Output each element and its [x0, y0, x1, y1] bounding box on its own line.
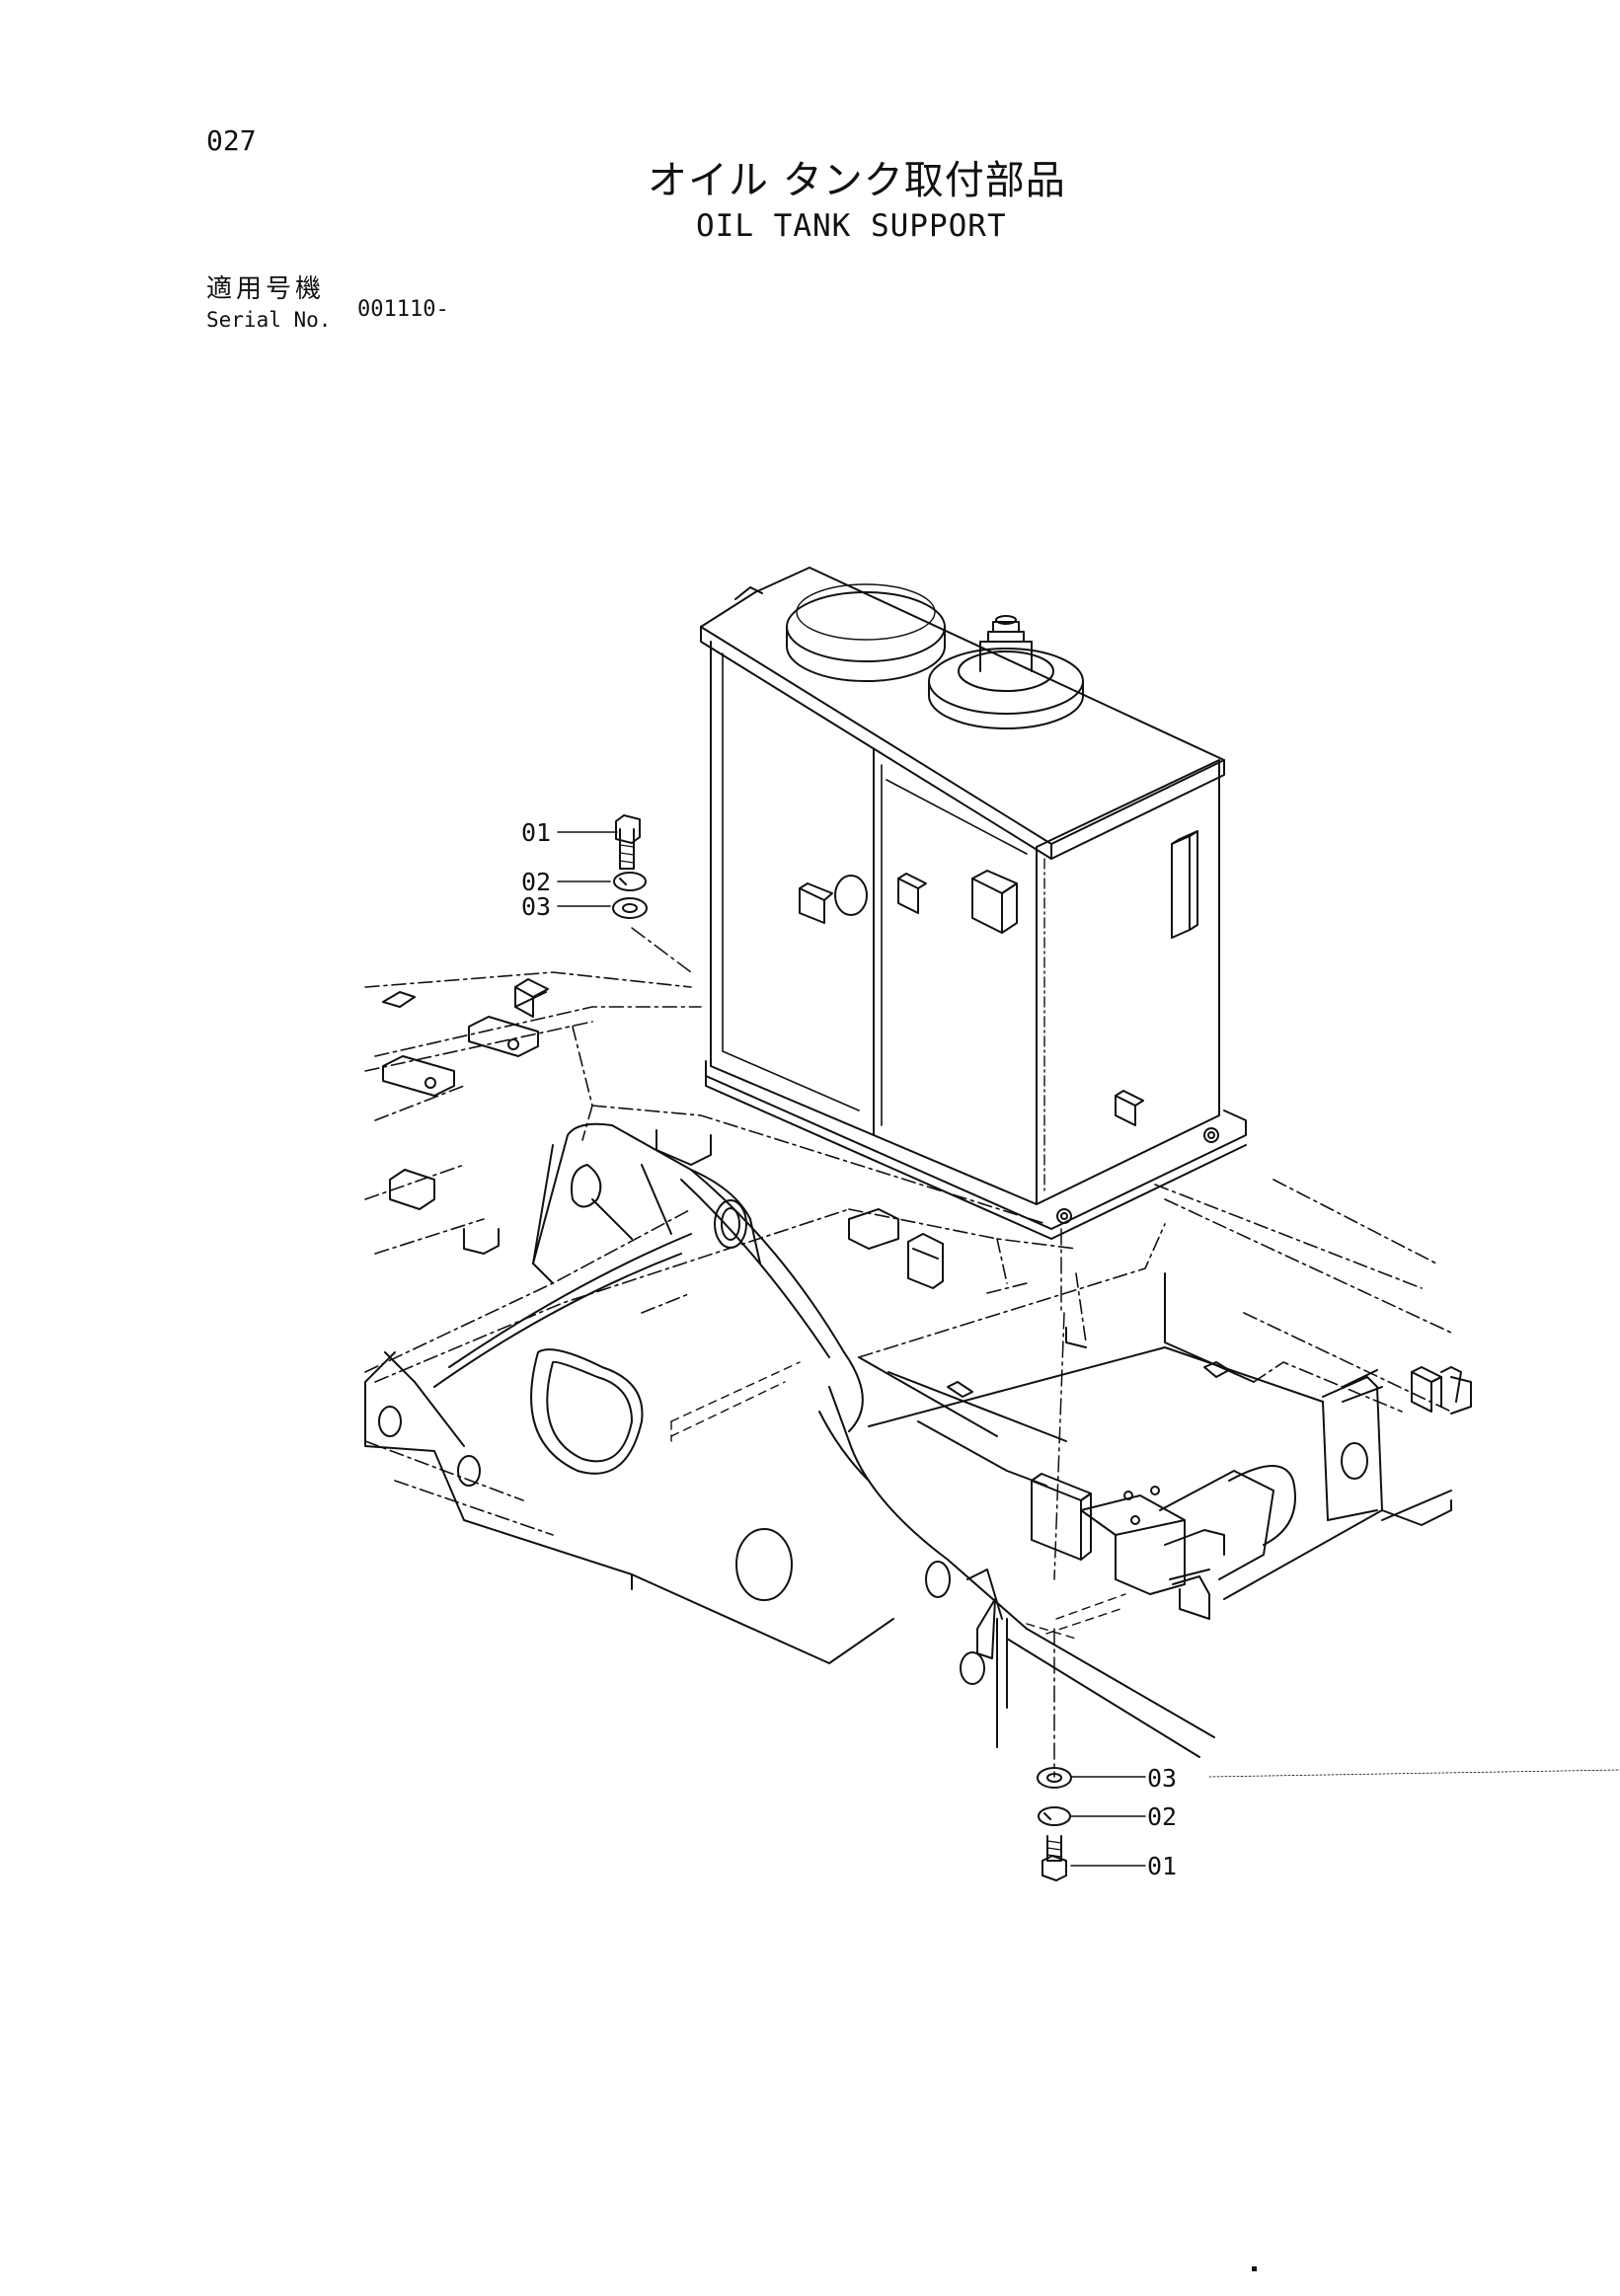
assembly-lines [631, 927, 1065, 1778]
bolt-icon [1041, 1835, 1067, 1881]
serial-number-value: 001110- [357, 297, 449, 322]
callout-upper-02: 02 [521, 868, 552, 896]
boom-bracket [364, 1122, 1215, 1758]
spring-washer-icon [613, 872, 647, 891]
lower-leaders [1070, 1776, 1146, 1867]
hidden-lines [670, 1361, 1126, 1640]
oil-tank [700, 567, 1247, 1240]
page-number: 027 [206, 124, 257, 157]
main-frame [858, 1223, 1472, 1620]
callout-lower-03: 03 [1147, 1764, 1178, 1793]
callout-lower-02: 02 [1147, 1802, 1178, 1831]
upper-leaders [557, 831, 618, 907]
spring-washer-icon [1038, 1806, 1071, 1826]
upper-frame [364, 971, 1452, 1536]
scan-artifact [1252, 2266, 1257, 2271]
frame-pads [382, 978, 944, 1289]
callout-upper-03: 03 [521, 892, 552, 921]
flat-washer-icon [1037, 1767, 1072, 1789]
serial-label-japanese: 適用号機 [206, 274, 326, 304]
title-english: OIL TANK SUPPORT [696, 208, 1007, 244]
serial-label-english: Serial No. [206, 308, 332, 332]
scan-line [1208, 1769, 1620, 1778]
callout-upper-01: 01 [521, 818, 552, 847]
bolt-icon [615, 814, 641, 870]
flat-washer-icon [612, 897, 648, 919]
title-japanese: オイル タンク取付部品 [648, 158, 1066, 203]
callout-lower-01: 01 [1147, 1852, 1178, 1880]
